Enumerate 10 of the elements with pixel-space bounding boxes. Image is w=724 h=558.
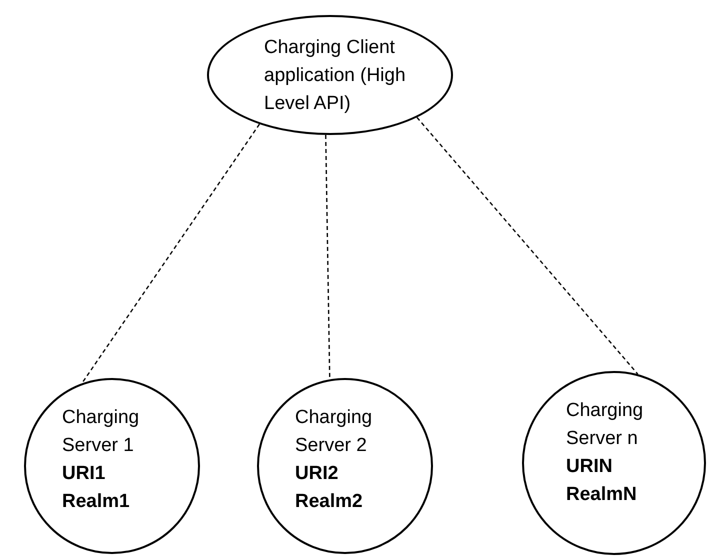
node-label: Charging Server n — [566, 399, 644, 451]
dashed-connector — [81, 124, 260, 384]
server-address: URIN RealmN — [566, 455, 638, 507]
node-label: Charging Client application (High Level API) — [264, 36, 407, 116]
dashed-connector — [325, 134, 330, 380]
dashed-connector — [416, 117, 638, 375]
node-label: Charging Server 2 — [295, 406, 374, 458]
node-label: Charging Server 1 — [62, 406, 140, 458]
server-address: URI2 Realm2 — [295, 462, 364, 514]
server-address: URI1 Realm1 — [62, 462, 131, 514]
